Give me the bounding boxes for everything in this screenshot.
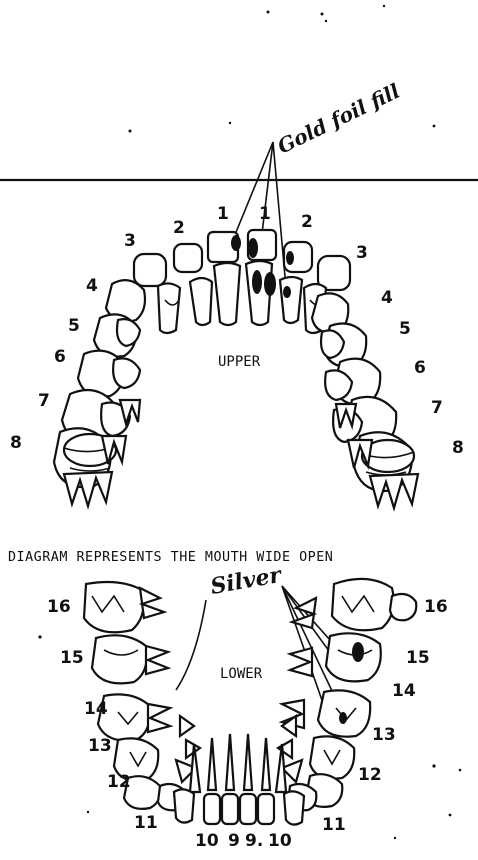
- tooth-number: 16: [424, 597, 448, 617]
- tooth-number: 16: [47, 597, 71, 617]
- tooth-number: 9: [228, 831, 240, 851]
- tooth-number: 10: [268, 831, 292, 851]
- tooth-number: 7: [38, 391, 50, 411]
- tooth-number: 11: [322, 815, 346, 835]
- tooth-number: 11: [134, 813, 158, 833]
- tooth-number: 8: [452, 438, 464, 458]
- tooth-number: 6: [54, 347, 66, 367]
- diagram-caption: DIAGRAM REPRESENTS THE MOUTH WIDE OPEN: [8, 550, 333, 565]
- tooth-number: 3: [356, 243, 368, 263]
- tooth-number: 6: [414, 358, 426, 378]
- tooth-number: 4: [381, 288, 393, 308]
- tooth-number: 14: [84, 699, 108, 719]
- tooth-number: 13: [372, 725, 396, 745]
- tooth-number: 2: [173, 218, 185, 238]
- tooth-number: 14: [392, 681, 416, 701]
- tooth-number: 15: [60, 648, 84, 668]
- tooth-number: 4: [86, 276, 98, 296]
- tooth-number: 2: [301, 212, 313, 232]
- tooth-number: 12: [107, 772, 131, 792]
- tooth-number: 9.: [245, 831, 263, 851]
- gold-foil-annotation: Gold foil fill: [274, 79, 404, 159]
- tooth-number: 8: [10, 433, 22, 453]
- upper-label: UPPER: [218, 354, 261, 370]
- tooth-number: 13: [88, 736, 112, 756]
- tooth-number: 15: [406, 648, 430, 668]
- tooth-number: 5: [399, 319, 411, 339]
- tooth-number: 3: [124, 231, 136, 251]
- lower-arch: [84, 579, 416, 825]
- tooth-number: 1: [217, 204, 229, 224]
- tooth-number: 5: [68, 316, 80, 336]
- tooth-number: 1: [259, 204, 271, 224]
- tooth-number: 7: [431, 398, 443, 418]
- tooth-number: 12: [358, 765, 382, 785]
- silver-annotation: Silver: [209, 562, 285, 600]
- lower-label: LOWER: [220, 666, 263, 682]
- tooth-number: 10: [195, 831, 219, 851]
